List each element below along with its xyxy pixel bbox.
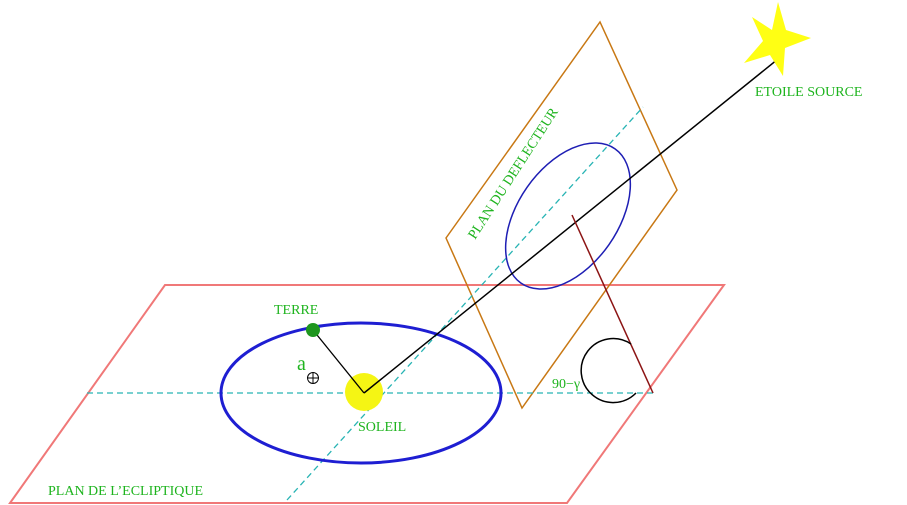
- deflector-ellipse: [504, 142, 632, 290]
- earth-label: TERRE: [274, 303, 318, 318]
- sun-label: SOLEIL: [358, 420, 406, 435]
- angle-arc: [580, 337, 637, 404]
- vertical-dashed-axis: [286, 106, 644, 501]
- deflector-plane: [445, 20, 678, 410]
- ecliptic-plane: [8, 284, 726, 504]
- earth: [306, 323, 320, 337]
- earth-orbit: [219, 321, 503, 465]
- star-icon: [744, 2, 811, 76]
- ecliptic-plane-label: PLAN DE L’ECLIPTIQUE: [48, 484, 203, 499]
- semi-axis-label: a: [297, 353, 306, 375]
- earth-sun-radius: [312, 329, 365, 394]
- angle-label: 90−γ: [552, 377, 580, 392]
- deflector-plane-label: PLAN DU DEFLECTEUR: [466, 105, 562, 242]
- sun-star-line: [363, 54, 784, 394]
- perpendicular-line: [571, 214, 654, 394]
- earth-symbol-icon: [307, 372, 319, 384]
- star-label: ETOILE SOURCE: [755, 85, 862, 100]
